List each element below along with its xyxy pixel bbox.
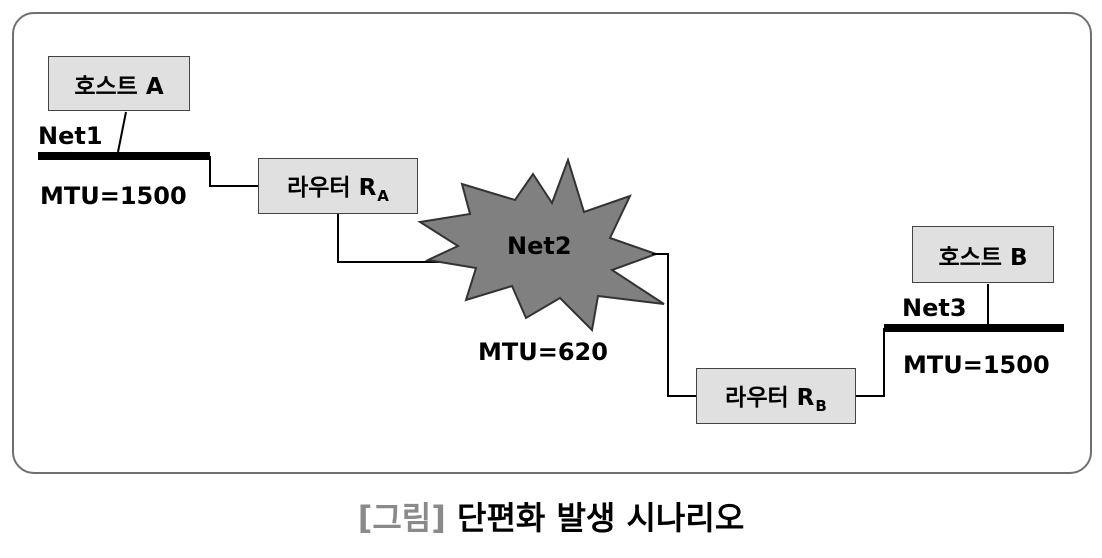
net1-mtu-label: MTU=1500 xyxy=(40,182,187,210)
router-b-subscript: B xyxy=(815,396,827,415)
net1-router-a-link xyxy=(209,156,258,187)
router-a-label: 라우터 RA xyxy=(287,174,389,205)
net2-label: Net2 xyxy=(507,232,572,260)
router-b-label: 라우터 RB xyxy=(725,384,827,415)
caption-figure-tag: [그림] xyxy=(357,499,446,537)
router-a-subscript: A xyxy=(377,186,389,205)
router-a-net2-link xyxy=(337,214,442,263)
net3-mtu-label: MTU=1500 xyxy=(903,351,1050,379)
figure-caption: [그림] 단편화 발생 시나리오 xyxy=(0,493,1102,539)
caption-title: 단편화 발생 시나리오 xyxy=(457,499,745,537)
router-a-box: 라우터 RA xyxy=(258,158,418,214)
host-b-label: 호스트 B xyxy=(938,244,1028,271)
net2-router-b-link xyxy=(652,253,696,397)
router-b-net3-link xyxy=(856,328,885,397)
net2-mtu-label: MTU=620 xyxy=(478,338,608,366)
host-a-box: 호스트 A xyxy=(48,56,190,111)
host-b-box: 호스트 B xyxy=(912,226,1054,283)
net3-label: Net3 xyxy=(902,294,967,322)
router-b-box: 라우터 RB xyxy=(696,368,856,424)
net2-cloud xyxy=(417,156,665,333)
host-a-label: 호스트 A xyxy=(74,73,164,100)
net1-label: Net1 xyxy=(38,122,103,150)
host-a-link xyxy=(117,111,127,153)
